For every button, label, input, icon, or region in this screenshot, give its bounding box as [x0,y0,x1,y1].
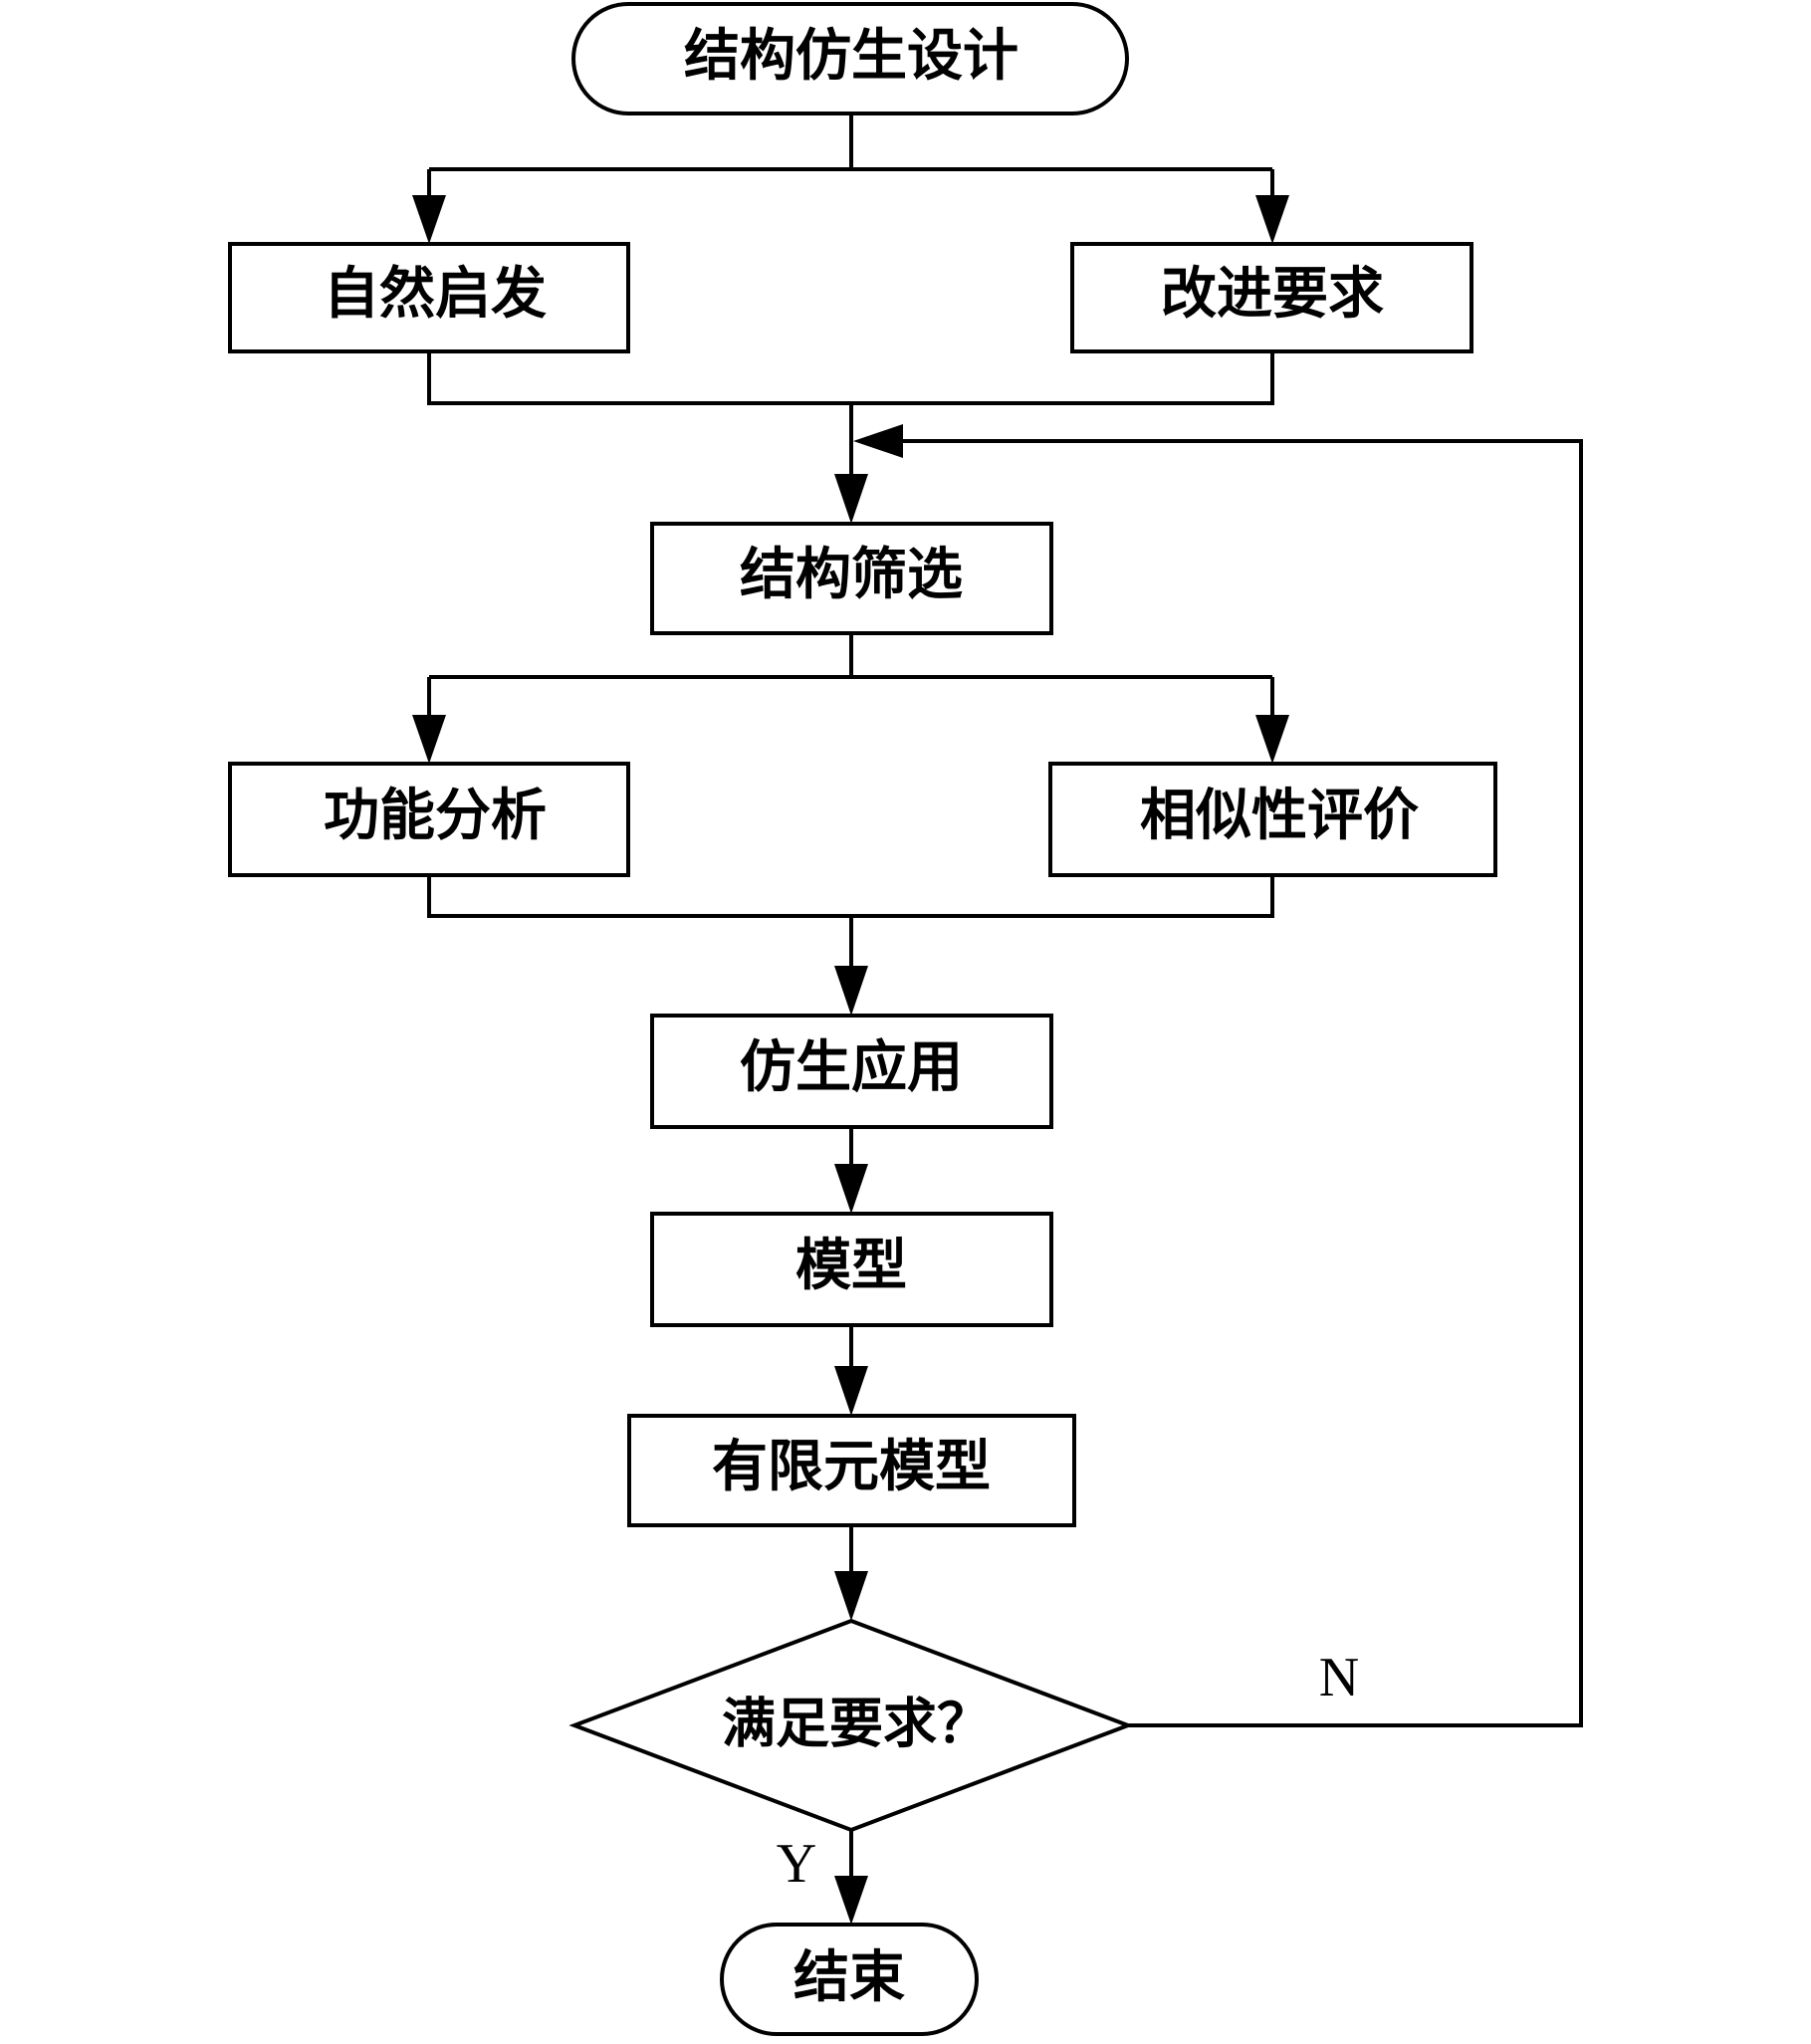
no-label: N [1319,1647,1359,1708]
arrow-loop-back [853,424,903,458]
fem-label: 有限元模型 [712,1435,991,1499]
start-label: 结构仿生设计 [684,24,1019,89]
arrow-to-decision [834,1571,868,1621]
arrow-to-similarity [1255,715,1289,764]
arrow-to-screen [834,474,868,524]
decision-label: 满足要求？ [722,1693,991,1755]
screen-label: 结构筛选 [740,543,963,607]
end-label: 结束 [793,1945,905,2010]
arrow-to-nature [412,195,446,244]
yes-label: Y [777,1833,816,1895]
connector-lines [427,114,1583,1878]
end-terminal [720,1923,979,2036]
model-label: 模型 [795,1234,907,1298]
similarity-label: 相似性评价 [1140,784,1419,848]
arrow-to-function [412,715,446,764]
arrow-to-end [834,1876,868,1925]
apply-label: 仿生应用 [740,1035,963,1100]
arrow-to-model [834,1164,868,1214]
arrow-to-improve [1255,195,1289,244]
arrowheads [412,195,1289,1925]
function-label: 功能分析 [324,784,547,848]
arrow-to-apply [834,966,868,1016]
nature-label: 自然启发 [324,262,547,327]
improve-label: 改进要求 [1161,262,1384,327]
arrow-to-fem [834,1366,868,1416]
